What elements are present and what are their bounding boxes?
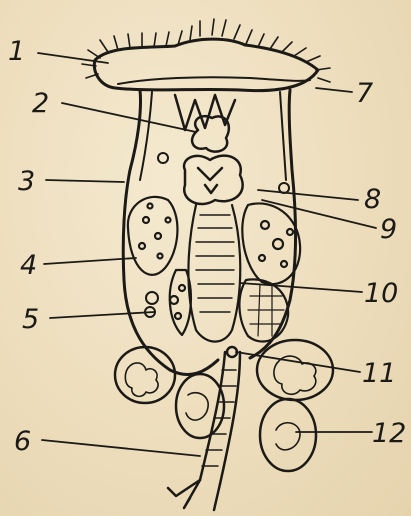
stomach — [170, 205, 288, 342]
label-5: 5 — [22, 304, 39, 335]
leader-9 — [262, 200, 376, 228]
leader-2 — [62, 103, 196, 132]
leader-6 — [42, 440, 200, 456]
germovitellarium — [128, 197, 300, 284]
leader-7 — [316, 88, 352, 92]
body-wall — [123, 90, 295, 375]
leader-8 — [258, 190, 358, 200]
leader-lines — [38, 53, 376, 456]
leader-3 — [46, 180, 124, 182]
leader-10 — [240, 283, 362, 292]
corona — [94, 39, 318, 90]
label-6: 6 — [14, 426, 31, 457]
leader-5 — [50, 312, 154, 318]
label-7: 7 — [356, 78, 373, 109]
label-1: 1 — [8, 36, 25, 67]
label-9: 9 — [380, 214, 397, 245]
bladder-vesicles — [145, 153, 289, 317]
label-8: 8 — [364, 184, 381, 215]
label-4: 4 — [20, 250, 37, 281]
mastax — [175, 95, 243, 204]
label-2: 2 — [32, 88, 49, 119]
label-3: 3 — [18, 166, 35, 197]
label-10: 10 — [364, 278, 398, 309]
label-11: 11 — [362, 358, 396, 389]
label-12: 12 — [372, 418, 406, 449]
leader-11 — [236, 352, 360, 372]
labels: 1 2 3 4 5 6 7 8 9 10 11 12 — [8, 36, 406, 457]
